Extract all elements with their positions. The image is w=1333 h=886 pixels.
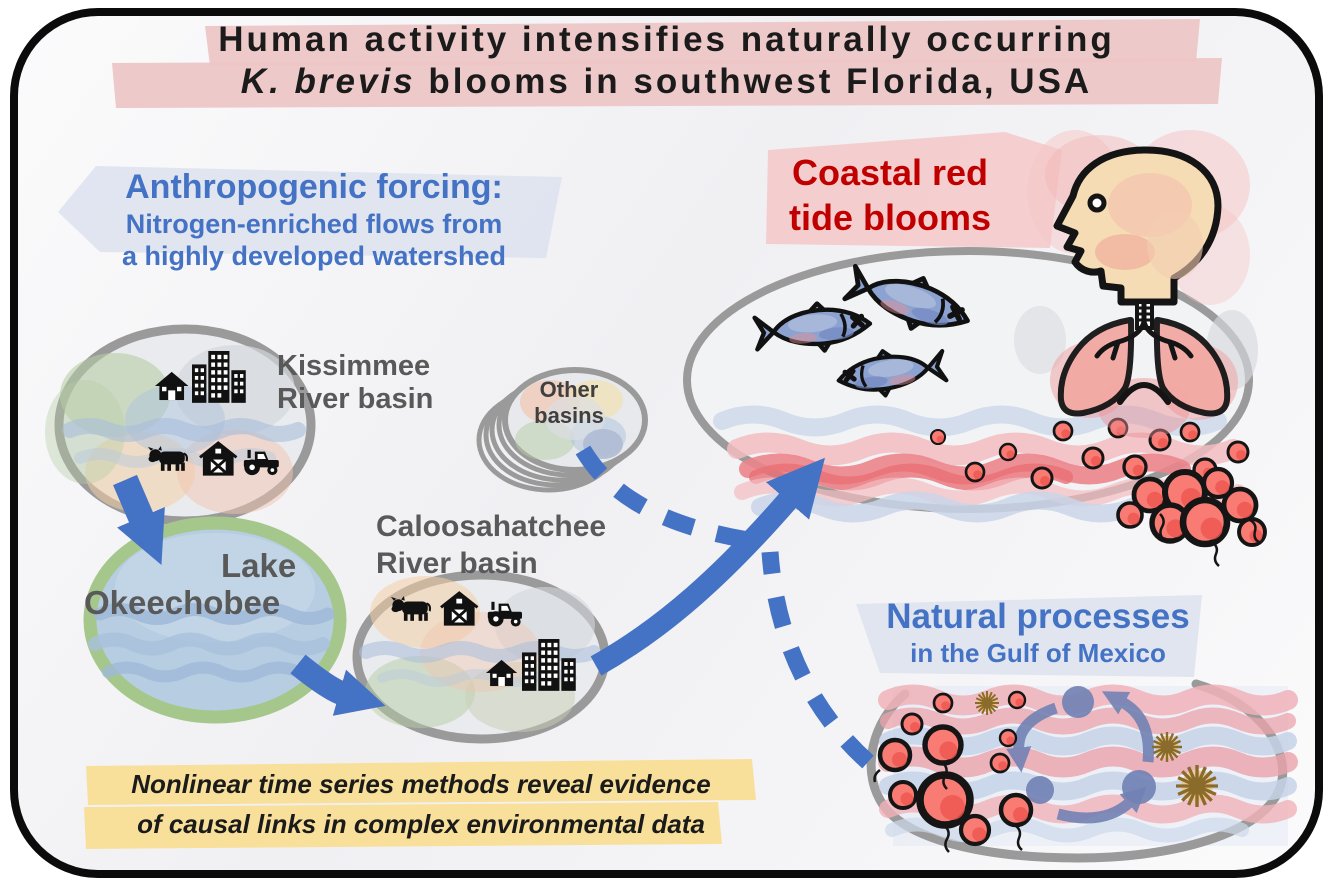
- anthropogenic-heading: Anthropogenic forcing:: [125, 168, 503, 206]
- coastal-line1: Coastal red: [791, 152, 989, 193]
- water-waves-icon: [88, 603, 335, 683]
- caloosahatchee-line1: Caloosahatchee: [376, 510, 607, 543]
- arrow-gulf-to-coast-dashed: [761, 551, 874, 769]
- anthropogenic-highlight: [58, 166, 562, 258]
- statement-line1: Nonlinear time series methods reveal evi…: [131, 769, 711, 799]
- kissimmee-line1: Kissimmee: [277, 350, 431, 382]
- species-name: K. brevis: [240, 62, 416, 101]
- statement-highlight: [84, 759, 756, 849]
- figure-title-line2: K. brevis blooms in southwest Florida, U…: [0, 62, 1333, 102]
- coastal-red-tide-label: Coastal red tide blooms: [765, 150, 1015, 240]
- flow-arrows: [113, 445, 874, 769]
- arrow-other-basins-to-coast-dashed: [575, 445, 750, 549]
- figure-title-line2-rest: blooms in southwest Florida, USA: [415, 62, 1093, 101]
- methods-statement: Nonlinear time series methods reveal evi…: [90, 764, 752, 844]
- other-basins-line2: basins: [534, 403, 604, 428]
- k-brevis-cell-icon: [873, 690, 1031, 853]
- natural-processes-label: Natural processes in the Gulf of Mexico: [848, 596, 1228, 668]
- kissimmee-basin-label: Kissimmee River basin: [277, 350, 433, 416]
- natural-line2: in the Gulf of Mexico: [910, 638, 1166, 668]
- anthropogenic-line1: Nitrogen-enriched flows from: [125, 209, 503, 239]
- natural-line1: Natural processes: [886, 597, 1190, 636]
- nutrient-cycle-icon: [1006, 686, 1156, 824]
- kissimmee-basin: [45, 324, 316, 526]
- k-brevis-cell-icon: [929, 417, 1267, 567]
- coastal-label-highlight: [766, 132, 1062, 248]
- title-highlight: [112, 19, 1222, 108]
- natural-highlight: [856, 595, 1202, 677]
- lake-okeechobee-label-line1: Lake: [221, 547, 297, 584]
- arrow-caloosahatchee-to-coast: [590, 457, 826, 676]
- anthropogenic-forcing-label: Anthropogenic forcing: Nitrogen-enriched…: [58, 166, 570, 272]
- arrow-lake-to-caloosahatchee: [290, 654, 386, 716]
- caloosahatchee-line2: River basin: [376, 547, 538, 580]
- gulf-of-mexico-zone: [866, 679, 1298, 863]
- kissimmee-line2: River basin: [277, 383, 434, 415]
- statement-line2: of causal links in complex environmental…: [137, 809, 705, 839]
- human-head-lungs-icon: [1014, 130, 1258, 438]
- anthropogenic-line2: a highly developed watershed: [121, 241, 507, 271]
- other-basins: [476, 367, 648, 493]
- arrow-kissimmee-to-lake: [113, 474, 165, 566]
- other-basins-line1: Other: [539, 377, 599, 402]
- other-basins-label: Other basins: [508, 377, 630, 429]
- caloosahatchee-basin: [352, 570, 610, 744]
- coastal-line2: tide blooms: [788, 197, 991, 238]
- lake-okeechobee-label-line2: Okeechobee: [84, 584, 281, 621]
- caloosahatchee-basin-label: Caloosahatchee River basin: [376, 508, 606, 582]
- lake-okeechobee: [83, 516, 347, 724]
- figure-title-line1: Human activity intensifies naturally occ…: [218, 20, 1115, 59]
